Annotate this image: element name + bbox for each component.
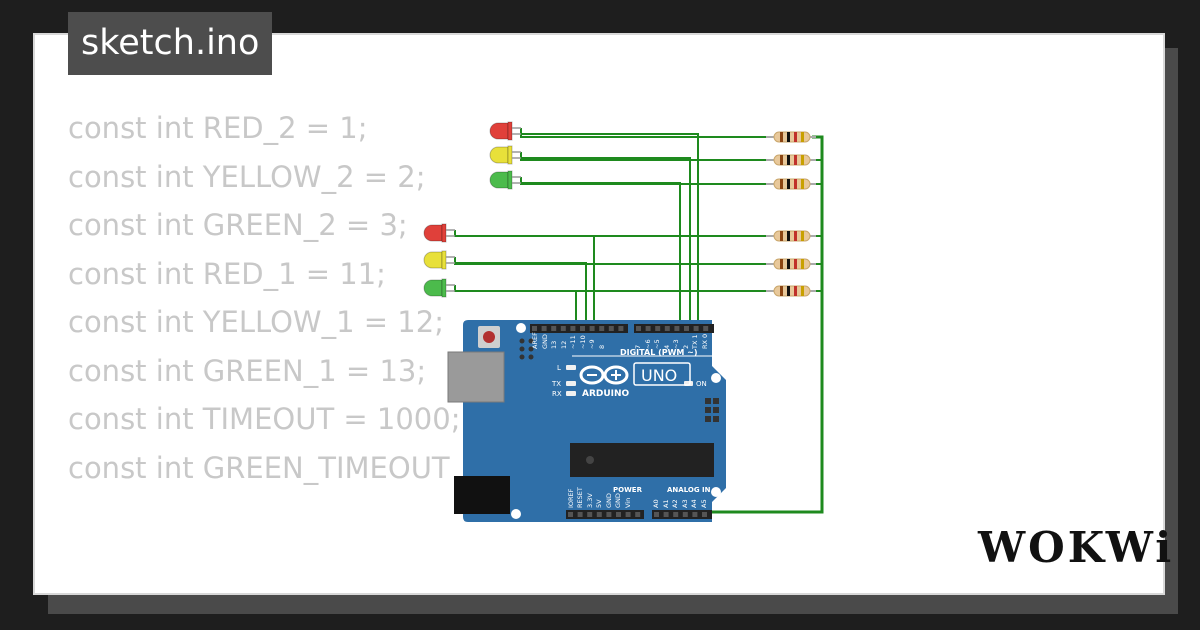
code-snippet: const int RED_2 = 1; const int YELLOW_2 …	[68, 104, 468, 492]
code-line: const int YELLOW_1 = 12;	[68, 305, 444, 339]
mounting-hole	[711, 373, 721, 383]
rx-led	[566, 391, 576, 396]
l-led-label: L	[557, 364, 561, 372]
top-pin-label: ~9	[588, 339, 596, 349]
bottom-pin-label: A4	[690, 499, 698, 508]
wire-pin	[455, 235, 595, 329]
file-tab[interactable]: sketch.ino	[68, 12, 273, 75]
digital-header-right	[634, 324, 714, 333]
led-green	[423, 278, 455, 298]
microcontroller-chip	[570, 443, 714, 477]
top-pin-label: ~6	[644, 339, 652, 349]
bottom-pin-label: 3.3V	[586, 493, 594, 508]
wire-resistor	[520, 152, 770, 161]
brand-label: ARDUINO	[582, 389, 630, 399]
power-label: POWER	[613, 486, 643, 494]
resistors	[766, 131, 816, 297]
code-line: const int RED_1 = 11;	[68, 256, 386, 291]
reset-button-cap[interactable]	[483, 331, 495, 343]
wire-pin	[455, 262, 587, 329]
resistor	[766, 230, 816, 242]
bottom-pin-label: RESET	[576, 487, 584, 508]
resistor	[766, 154, 816, 166]
wire-pin	[521, 182, 681, 329]
code-line: const int GREEN_TIMEOUT	[68, 450, 450, 485]
code-line: const int GREEN_2 = 3;	[68, 208, 408, 242]
top-pin-label: 13	[550, 341, 558, 349]
led-yellow	[423, 250, 455, 270]
top-pin-label: ~11	[569, 335, 577, 349]
top-pin-label: 2	[682, 345, 690, 349]
top-pin-label: ~5	[653, 339, 661, 349]
wires	[454, 128, 824, 514]
resistor	[766, 131, 816, 143]
top-pin-label: AREF	[531, 332, 539, 349]
bottom-pin-label: A3	[681, 499, 689, 508]
model-label: UNO	[641, 366, 677, 385]
top-pin-label: GND	[541, 334, 549, 349]
bottom-pin-label: 5V	[595, 499, 603, 508]
rx-led-label: RX	[552, 390, 562, 398]
code-line: const int TIMEOUT = 1000;	[68, 402, 461, 436]
bottom-pin-label: A5	[700, 499, 708, 508]
code-line: const int RED_2 = 1;	[68, 111, 368, 145]
analog-header	[652, 510, 712, 519]
code-line: const int YELLOW_2 = 2;	[68, 159, 426, 194]
resistor	[766, 258, 816, 270]
wire-resistor	[520, 128, 770, 138]
tx-led	[566, 381, 576, 386]
bottom-pin-label: A1	[662, 499, 670, 508]
top-pin-label: 4	[663, 345, 671, 349]
power-header	[566, 510, 644, 519]
wire-pin	[455, 290, 577, 329]
mounting-hole	[516, 323, 526, 333]
bottom-pin-label: GND	[614, 493, 622, 508]
on-led-label: ON	[696, 380, 707, 388]
arduino-infinity-logo	[579, 365, 629, 385]
led-yellow	[489, 145, 521, 165]
top-pin-label: RX 0	[701, 334, 709, 349]
icsp-header-right	[705, 398, 719, 422]
bottom-pin-label: A0	[652, 499, 660, 508]
top-pin-label: 8	[598, 345, 606, 349]
l-led	[566, 365, 576, 370]
wire-pin	[521, 157, 691, 329]
top-pin-label: ~3	[672, 339, 680, 349]
wire-pin	[521, 133, 699, 329]
digital-label: DIGITAL (PWM ~)	[620, 348, 698, 357]
usb-port	[447, 351, 505, 403]
led-red	[423, 223, 455, 243]
top-pin-label: 12	[560, 341, 568, 349]
led-green	[489, 170, 521, 190]
wokwi-logo: WOKWi	[978, 523, 1175, 572]
ground-bus	[712, 135, 824, 514]
digital-header-left	[530, 324, 628, 333]
resistor	[766, 178, 816, 190]
resistor	[766, 285, 816, 297]
uno-badge	[633, 362, 691, 386]
bottom-pin-label: GND	[605, 493, 613, 508]
bottom-pin-label: A2	[671, 499, 679, 508]
leds	[423, 121, 521, 298]
led-red	[489, 121, 521, 141]
top-pin-label: ~10	[579, 335, 587, 349]
code-line: const int GREEN_1 = 13;	[68, 353, 427, 388]
icsp-header	[519, 338, 534, 360]
top-pin-label: 7	[634, 345, 642, 349]
mounting-hole	[511, 509, 521, 519]
bottom-pin-label: Vin	[624, 498, 632, 508]
mounting-hole	[711, 487, 721, 497]
analog-label: ANALOG IN	[667, 486, 711, 494]
bottom-pin-label: IOREF	[567, 488, 575, 508]
tx-led-label: TX	[551, 380, 561, 388]
top-pin-label: TX 1	[691, 334, 699, 350]
power-jack	[454, 476, 510, 514]
